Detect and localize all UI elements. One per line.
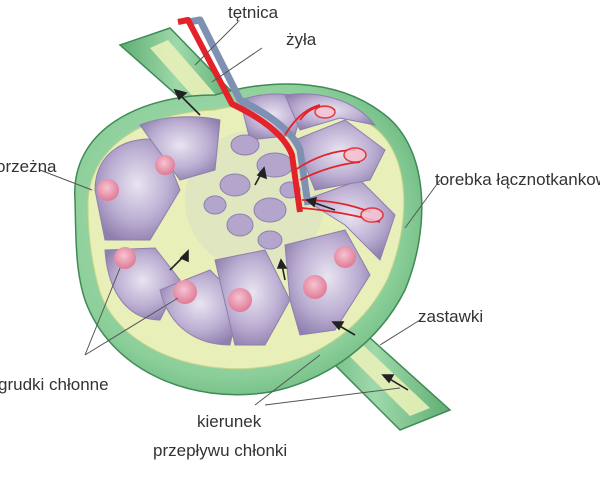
flow-arrow-head	[331, 321, 345, 331]
lymphoid-follicles	[97, 155, 356, 312]
label-valves: zastawki	[418, 307, 483, 326]
label-artery: tętnica	[228, 3, 279, 22]
label-cortex: orzeżna	[0, 157, 57, 176]
leader-lines	[39, 21, 441, 406]
medullary-cord	[203, 195, 227, 215]
label-direction-line1: kierunek	[197, 412, 262, 431]
leader-direction-1	[254, 354, 321, 406]
follicle	[173, 280, 197, 304]
medullary-cords	[203, 134, 301, 250]
flow-arrow-head	[381, 374, 395, 384]
artery	[177, 17, 303, 213]
leader-follicle-2	[84, 297, 179, 356]
follicle	[114, 247, 136, 269]
lobule	[214, 249, 291, 346]
follicle	[334, 246, 356, 268]
label-follicles: grudki chłonne	[0, 375, 109, 394]
follicle	[97, 179, 119, 201]
efferent-vessel-inner	[150, 40, 220, 110]
leader-follicle-1	[84, 267, 121, 356]
medullary-cord	[219, 173, 251, 197]
flow-arrow-head	[305, 196, 318, 208]
label-capsule: torebka łącznotkankowa	[435, 170, 600, 189]
follicle	[303, 275, 327, 299]
vessel-coil	[343, 147, 367, 163]
medullary-cord	[257, 230, 283, 250]
medullary-cord	[253, 197, 287, 223]
medullary-cord	[230, 134, 260, 156]
vessel-coil	[314, 105, 336, 119]
leader-vein	[211, 47, 263, 83]
flow-arrow	[387, 377, 409, 391]
leader-cortex	[39, 169, 93, 191]
artery-branch	[284, 104, 321, 136]
follicle	[155, 155, 175, 175]
flow-arrow-head	[173, 88, 188, 101]
lymph-flow-arrows	[169, 88, 409, 391]
flow-arrow-head	[256, 166, 268, 180]
flow-arrow	[311, 201, 336, 211]
vessel-coil	[360, 207, 384, 223]
vessel-coils	[314, 105, 384, 223]
follicle	[228, 288, 252, 312]
label-direction-line2: przepływu chłonki	[153, 441, 287, 460]
medullary-cord	[226, 213, 254, 237]
vein	[187, 16, 312, 206]
leader-direction-2	[264, 387, 401, 406]
lobule	[139, 116, 221, 181]
label-vein: żyła	[286, 30, 317, 49]
leader-valves	[379, 319, 421, 346]
flow-arrow-head	[179, 249, 189, 263]
flow-arrow-head	[276, 258, 288, 269]
leader-artery	[194, 21, 239, 66]
leader-capsule	[404, 179, 441, 229]
